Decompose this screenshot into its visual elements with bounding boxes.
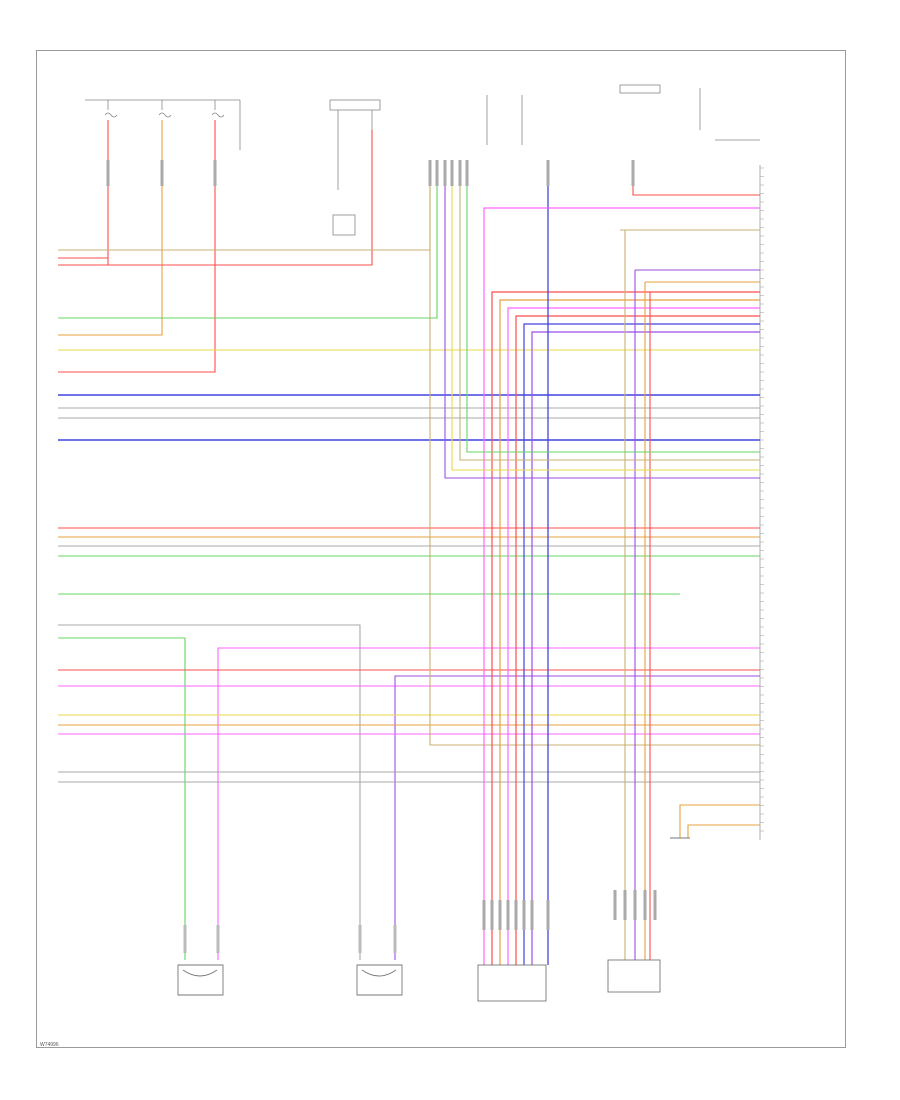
fuse-icon — [104, 112, 118, 118]
wire-violet-loop — [444, 160, 760, 479]
wire-yellow-loop — [451, 160, 760, 471]
wire-grey-sensor-2 — [58, 624, 361, 960]
wire-bundle-0 — [483, 207, 760, 965]
connector-mark — [514, 900, 518, 930]
relay-icon — [329, 99, 381, 111]
wire-green-1 — [58, 160, 438, 319]
connector-mark — [216, 925, 220, 953]
top-components — [329, 84, 760, 236]
sensor-icon — [356, 964, 403, 996]
switch-icon — [607, 959, 661, 993]
connector-mark — [435, 160, 439, 186]
wire-orange-ground-2 — [687, 824, 760, 838]
wire-red-relay-right — [632, 160, 760, 196]
connector-mark — [613, 890, 617, 920]
connector-mark — [213, 160, 217, 186]
wire-pink-sensor-1 — [217, 647, 760, 960]
connector-mark — [631, 160, 635, 186]
wire-orange-ground-1 — [679, 804, 760, 838]
connector-mark — [458, 160, 462, 186]
diagram-frame — [36, 50, 846, 1048]
wire-bundle-5 — [523, 323, 760, 965]
wire-red-fuse-1 — [58, 120, 109, 266]
connector-mark — [530, 900, 534, 930]
connector-mark — [450, 160, 454, 186]
connector-mark — [358, 925, 362, 953]
wire-violet-sensor-2 — [394, 675, 760, 960]
wire-tan-top — [58, 160, 431, 251]
wire-orange-fuse-2 — [58, 120, 163, 336]
wire-red-relay — [58, 130, 373, 266]
wire-green-loop — [466, 160, 760, 453]
relay-icon — [619, 84, 661, 94]
connector-mark — [546, 160, 550, 186]
wire-red-fuse-3 — [58, 120, 216, 373]
connector-mark — [428, 160, 432, 186]
fuse-icon — [158, 112, 172, 118]
bottom-components — [177, 837, 690, 1002]
connector-mark — [643, 890, 647, 920]
fuse-icon — [211, 112, 225, 118]
connector-mark — [443, 160, 447, 186]
connector-mark — [653, 890, 657, 920]
connector-mark — [522, 900, 526, 930]
footer-code: W74996 — [40, 1042, 59, 1048]
connector-mark — [465, 160, 469, 186]
top-fuse-group — [85, 99, 241, 150]
ground-box — [332, 214, 356, 236]
connector-mark — [183, 925, 187, 953]
wire-bundle-6 — [531, 331, 760, 965]
wire-green-sensor-1 — [58, 637, 186, 960]
wire-bundle-2 — [499, 299, 760, 965]
connector-mark — [393, 925, 397, 953]
wire-tan-loop — [459, 160, 760, 461]
right-connector — [759, 165, 764, 840]
connector-mark — [498, 900, 502, 930]
connector-mark — [633, 890, 637, 920]
wire-layer — [58, 120, 760, 965]
switch-icon — [477, 964, 547, 1002]
connector-mark — [623, 890, 627, 920]
wire-bundle-4 — [515, 315, 760, 965]
connector-mark — [482, 900, 486, 930]
connector-mark — [106, 160, 110, 186]
connector-mark — [490, 900, 494, 930]
connector-mark — [546, 900, 550, 930]
sensor-icon — [177, 964, 224, 996]
wire-bundle-3 — [507, 307, 760, 965]
connector-mark — [506, 900, 510, 930]
connector-mark — [160, 160, 164, 186]
